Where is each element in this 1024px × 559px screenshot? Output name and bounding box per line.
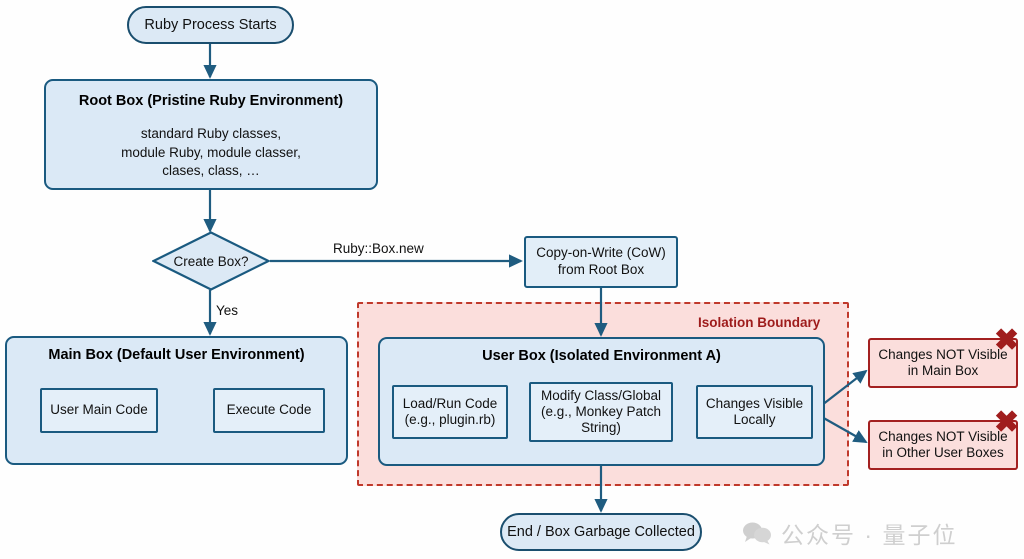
diamond-shape xyxy=(152,231,270,291)
node-decision-create-box: Create Box? xyxy=(152,231,270,291)
cross-mark-icon: ✖ xyxy=(994,324,1020,357)
node-root-box: Root Box (Pristine Ruby Environment) sta… xyxy=(44,79,378,190)
alert-other-line-1: Changes NOT Visible xyxy=(878,428,1008,444)
changes-visible-line-2: Locally xyxy=(733,412,776,427)
root-box-line-1: standard Ruby classes, xyxy=(140,126,282,141)
cow-line-1: Copy-on-Write (CoW) xyxy=(536,245,666,261)
alert-main-line-1: Changes NOT Visible xyxy=(878,346,1008,362)
edge-label-yes: Yes xyxy=(216,303,239,318)
cow-line-2: from Root Box xyxy=(557,262,645,277)
watermark: 公众号 · 量子位 xyxy=(742,516,957,550)
user-main-code-label: User Main Code xyxy=(50,402,148,418)
node-execute-code: Execute Code xyxy=(213,388,325,433)
modify-line-2: (e.g., Monkey Patch xyxy=(540,403,662,419)
node-start-label: Ruby Process Starts xyxy=(144,17,277,33)
node-alert-not-visible-other-user-boxes: Changes NOT Visible in Other User Boxes xyxy=(868,420,1018,470)
user-box-title: User Box (Isolated Environment A) xyxy=(482,348,721,364)
modify-line-1: Modify Class/Global xyxy=(540,387,662,403)
node-changes-visible-locally: Changes Visible Locally xyxy=(696,385,813,439)
cross-mark-icon-2: ✖ xyxy=(994,406,1020,439)
root-box-line-3: clases, class, … xyxy=(162,163,260,179)
load-run-code-line-2: (e.g., plugin.rb) xyxy=(404,412,496,427)
alert-main-line-2: in Main Box xyxy=(907,363,979,378)
load-run-code-line-1: Load/Run Code xyxy=(402,395,498,411)
alert-other-line-2: in Other User Boxes xyxy=(882,445,1004,460)
changes-visible-line-1: Changes Visible xyxy=(705,395,804,411)
root-box-line-2: module Ruby, module classer, xyxy=(121,144,301,160)
node-user-main-code: User Main Code xyxy=(40,388,158,433)
edge-label-ruby-box-new: Ruby::Box.new xyxy=(333,241,424,256)
node-start: Ruby Process Starts xyxy=(127,6,294,44)
node-end: End / Box Garbage Collected xyxy=(500,513,702,551)
execute-code-label: Execute Code xyxy=(226,402,312,418)
node-copy-on-write: Copy-on-Write (CoW) from Root Box xyxy=(524,236,678,288)
node-load-run-code: Load/Run Code (e.g., plugin.rb) xyxy=(392,385,508,439)
watermark-text: 公众号 · 量子位 xyxy=(781,522,958,548)
node-end-label: End / Box Garbage Collected xyxy=(507,524,695,540)
wechat-icon xyxy=(743,522,771,545)
isolation-boundary-label: Isolation Boundary xyxy=(698,315,821,330)
node-alert-not-visible-main-box: Changes NOT Visible in Main Box xyxy=(868,338,1018,388)
root-box-title: Root Box (Pristine Ruby Environment) xyxy=(78,93,344,109)
main-box-title: Main Box (Default User Environment) xyxy=(48,347,305,363)
node-modify-class-global: Modify Class/Global (e.g., Monkey Patch … xyxy=(529,382,673,442)
decision-label: Create Box? xyxy=(173,253,249,269)
modify-line-3: String) xyxy=(581,420,621,436)
